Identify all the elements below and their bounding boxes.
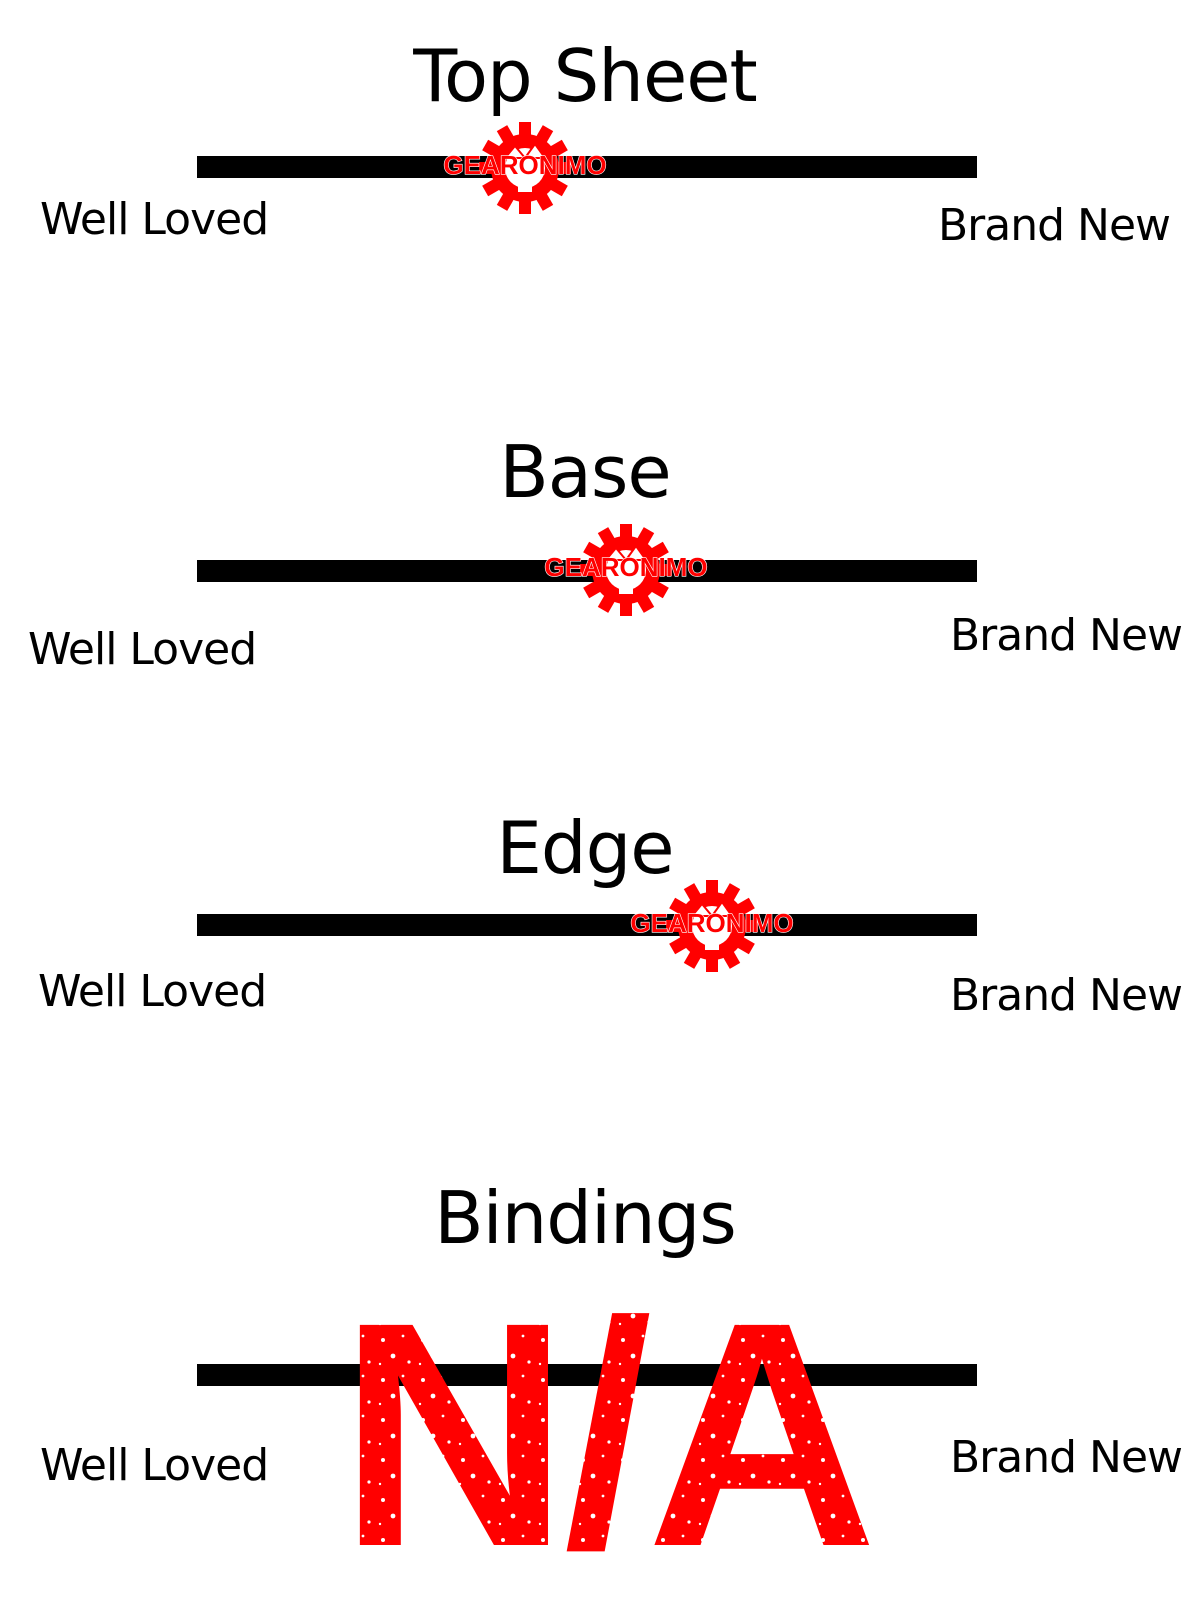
condition-scale-bar [197,1364,977,1386]
stamp-text: N/A [338,1290,871,1560]
brand-text: GEARONIMO [630,908,793,938]
gearonimo-gear-icon: GEARONIMO [630,879,794,973]
condition-scale-bar [197,914,977,936]
section-title: Edge [496,806,674,890]
left-label: Well Loved [38,966,267,1017]
not-applicable-stamp: N/A [255,1290,955,1560]
right-label: Brand New [950,1432,1183,1483]
right-label: Brand New [950,610,1183,661]
brand-text: GEARONIMO [443,150,606,180]
right-label: Brand New [950,970,1183,1021]
section-title: Bindings [434,1176,737,1260]
left-label: Well Loved [40,1440,269,1491]
gearonimo-gear-icon: GEARONIMO [442,121,607,215]
condition-marker: GEARONIMO [531,520,721,620]
condition-scale-bar [197,156,977,178]
gearonimo-gear-icon: GEARONIMO [544,523,708,617]
section-title: Base [499,430,671,514]
brand-text: GEARONIMO [544,552,707,582]
right-label: Brand New [938,200,1171,251]
left-label: Well Loved [40,194,269,245]
na-stamp-icon: N/A [338,1290,877,1560]
condition-marker: GEARONIMO [430,118,620,218]
left-label: Well Loved [28,624,257,675]
condition-marker: GEARONIMO [617,876,807,976]
section-title: Top Sheet [413,34,758,118]
